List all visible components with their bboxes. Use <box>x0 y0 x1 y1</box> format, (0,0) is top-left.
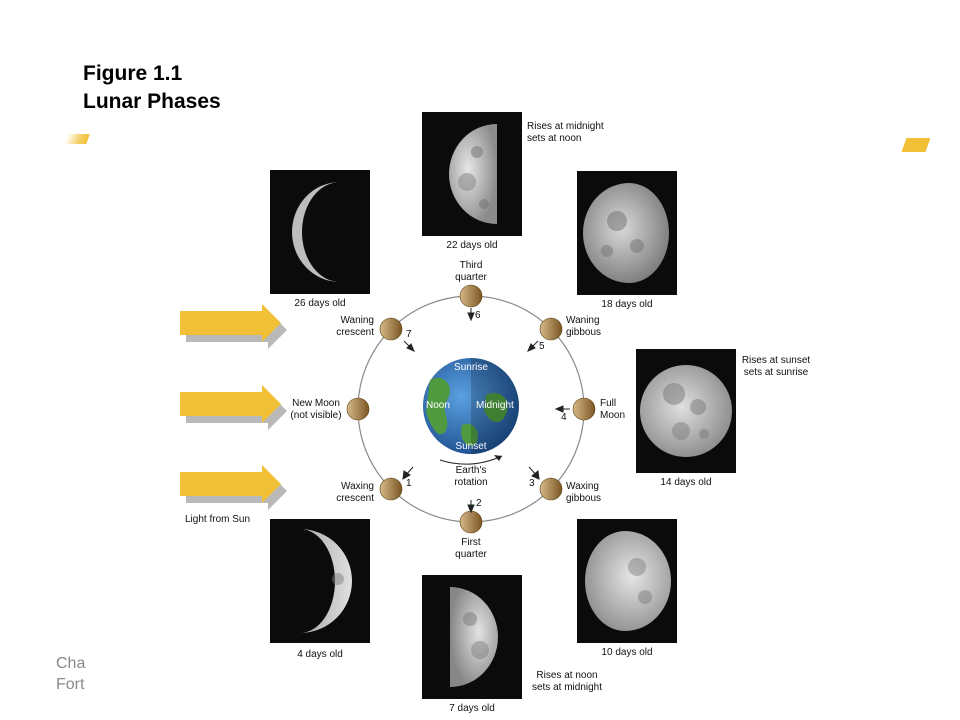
moon-waxing-gibbous-image <box>585 531 671 631</box>
moon-first-quarter-image <box>450 587 498 687</box>
sun-light-label: Light from Sun <box>185 514 251 525</box>
phase-number-7: 7 <box>406 329 412 340</box>
rotation-arrowhead <box>494 455 502 461</box>
moon-position <box>539 477 563 501</box>
phase-number-5: 5 <box>539 341 545 352</box>
phase-name-waning-gibbous: Waning gibbous <box>566 315 602 338</box>
phase-name-full-moon: Full Moon <box>600 398 626 421</box>
moon-waxing-crescent-image <box>300 529 352 633</box>
moon-photo-18-days <box>577 171 677 295</box>
phase-name-waxing-gibbous: Waxing gibbous <box>566 481 602 504</box>
photo-age-14-days: 14 days old <box>660 477 712 488</box>
earth-rotation-arrow <box>439 455 503 465</box>
moon-photo-14-days <box>636 349 736 473</box>
phase-name-waning-crescent: Waning crescent <box>336 315 374 338</box>
moon-waning-crescent-image <box>292 182 340 282</box>
phase-number-4: 4 <box>561 412 567 423</box>
phase-name-third-quarter: Third quarter <box>455 260 487 283</box>
photo-note-22-days: Rises at midnight sets at noon <box>527 121 604 144</box>
photo-note-14-days: Rises at sunset sets at sunrise <box>741 355 811 378</box>
sun-arrow <box>180 385 287 430</box>
footer-text: Cha Fort <box>56 653 85 695</box>
earth-label-noon: Noon <box>426 400 450 411</box>
moon-position <box>459 284 483 308</box>
view-arrows <box>402 308 570 514</box>
photo-age-4-days: 4 days old <box>297 649 343 660</box>
figure-caption: Lunar Phases <box>83 90 221 113</box>
moon-position <box>539 317 563 341</box>
moon-photo-4-days <box>270 519 370 643</box>
sun-arrow <box>180 465 287 510</box>
moon-photo-10-days <box>577 519 677 643</box>
moon-position <box>459 510 483 534</box>
moon-full-image <box>640 365 732 457</box>
photo-age-22-days: 22 days old <box>446 240 498 251</box>
phase-number-1: 1 <box>406 478 412 489</box>
phase-number-2: 2 <box>476 498 482 509</box>
moon-waning-gibbous-image <box>583 183 669 283</box>
sun-arrow <box>180 304 287 349</box>
phase-number-6: 6 <box>475 310 481 321</box>
footer-line-2: Fort <box>56 676 85 693</box>
moon-third-quarter-image <box>449 124 497 224</box>
photo-age-26-days: 26 days old <box>294 298 346 309</box>
moon-position <box>379 477 403 501</box>
phase-number-3: 3 <box>529 478 535 489</box>
footer-line-1: Cha <box>56 655 86 672</box>
photo-age-10-days: 10 days old <box>601 647 653 658</box>
phase-name-first-quarter: First quarter <box>455 537 487 560</box>
phase-name-waxing-crescent: Waxing crescent <box>336 481 374 504</box>
earth-label-midnight: Midnight <box>476 400 514 411</box>
moon-position <box>379 317 403 341</box>
photo-note-7-days: Rises at noon sets at midnight <box>531 670 603 693</box>
phase-name-new-moon: New Moon (not visible) <box>290 398 342 421</box>
earth-rotation-label: Earth's rotation <box>454 465 488 488</box>
earth-label-sunset: Sunset <box>455 441 487 452</box>
photo-age-18-days: 18 days old <box>601 299 653 310</box>
figure-number: Figure 1.1 <box>83 62 183 85</box>
moon-photo-22-days <box>422 112 522 236</box>
moon-position <box>346 397 370 421</box>
figure-title: Figure 1.1 Lunar Phases <box>83 60 221 116</box>
moon-position <box>572 397 596 421</box>
earth <box>423 358 519 454</box>
photo-age-7-days: 7 days old <box>449 703 495 714</box>
earth-label-sunrise: Sunrise <box>454 362 488 373</box>
moon-photo-26-days <box>270 170 370 294</box>
moon-photo-7-days <box>422 575 522 699</box>
